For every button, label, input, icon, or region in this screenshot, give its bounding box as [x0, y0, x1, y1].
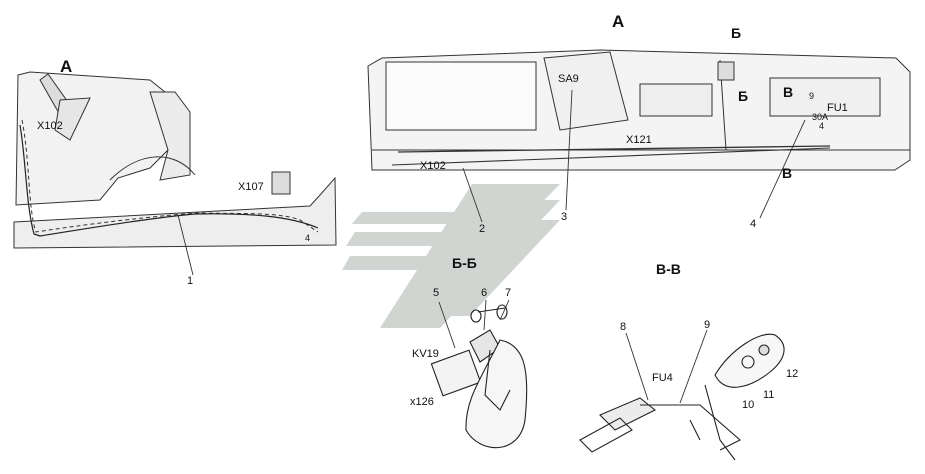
mark-4-left: 4	[305, 233, 310, 243]
section-bb-drawing	[430, 304, 528, 449]
section-title-vv: В-В	[656, 261, 681, 277]
view-label-a-top: А	[612, 12, 624, 31]
label-x102-left: X102	[37, 120, 63, 132]
callout-4: 4	[750, 218, 756, 230]
cab-side-view	[13, 71, 337, 249]
label-x126: x126	[410, 396, 434, 408]
view-label-a-left: А	[60, 57, 72, 76]
mark-4-right: 4	[819, 121, 824, 131]
label-x102-right: X102	[420, 160, 446, 172]
mark-9-right: 9	[809, 91, 814, 101]
section-mark-v-top: В	[783, 84, 793, 100]
callout-5: 5	[433, 287, 439, 299]
section-mark-v-bottom: В	[782, 165, 792, 181]
section-mark-b-bottom: Б	[738, 88, 748, 104]
callout-7: 7	[505, 287, 511, 299]
callout-11: 11	[763, 389, 774, 401]
label-30a: 30А	[812, 112, 828, 122]
label-fu1: FU1	[827, 102, 848, 114]
callout-1: 1	[187, 275, 193, 287]
section-title-bb: Б-Б	[452, 255, 477, 271]
label-x107: X107	[238, 181, 264, 193]
label-sa9: SA9	[558, 73, 579, 85]
callout-9: 9	[704, 319, 710, 331]
watermark-logo	[342, 184, 560, 328]
callout-12: 12	[786, 368, 798, 380]
cable-harness-left	[19, 124, 319, 237]
callout-2: 2	[479, 223, 485, 235]
leader-lines	[177, 89, 806, 404]
section-mark-b-top: Б	[731, 25, 741, 41]
callout-10: 10	[742, 399, 754, 411]
callout-3: 3	[561, 211, 567, 223]
callout-8: 8	[620, 321, 626, 333]
section-vv-drawing	[579, 333, 785, 461]
label-fu4: FU4	[652, 372, 673, 384]
callout-6: 6	[481, 287, 487, 299]
label-kv19: KV19	[412, 348, 439, 360]
dashboard-panel-view	[367, 49, 911, 171]
label-x121: X121	[626, 134, 652, 146]
